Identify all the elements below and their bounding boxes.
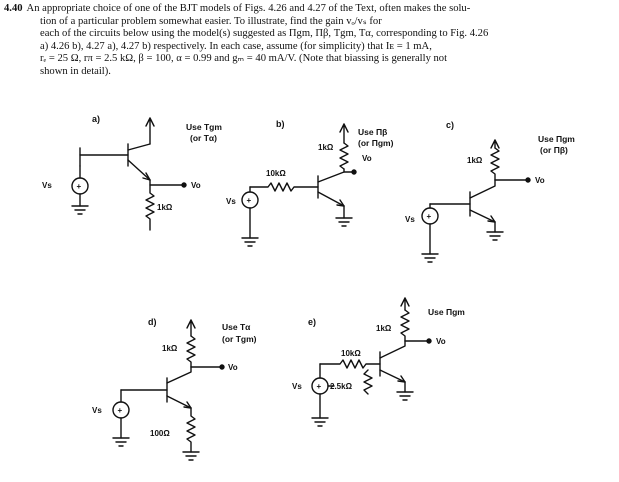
circuit-e-note: Use Πgm <box>428 307 465 317</box>
circuit-c-note: Use Πgm <box>538 134 575 144</box>
circuit-e-label: e) <box>308 317 316 327</box>
problem-line-2: tion of a particular problem somewhat ea… <box>40 15 382 27</box>
circuit-d-emitter-resistor <box>186 407 196 453</box>
circuit-e: e) Use Πgm 1kΩ Vo 10kΩ + Vs 2.5kΩ <box>292 297 465 427</box>
circuit-b-output-wire <box>343 168 353 173</box>
circuit-c-note-alt: (or Πβ) <box>540 145 568 155</box>
circuit-b-base-resistor <box>249 182 319 192</box>
circuit-a-label: a) <box>92 114 100 124</box>
circuit-b-collector-resistor-label: 1kΩ <box>318 143 334 152</box>
circuit-d-note: Use Tα <box>222 322 251 332</box>
circuit-e-source-polarity: + <box>317 382 322 391</box>
circuit-c-source-polarity: + <box>427 212 432 221</box>
circuit-a-transistor-collector <box>127 143 151 151</box>
circuit-b-base-resistor-label: 10kΩ <box>266 169 286 178</box>
circuit-c-label: c) <box>446 120 454 130</box>
circuit-c-transistor-emitter <box>469 209 496 223</box>
circuit-d-emitter-resistor-label: 100Ω <box>150 429 170 438</box>
circuit-d-source-polarity: + <box>118 406 123 415</box>
circuit-e-output-terminal <box>426 338 432 344</box>
circuit-a-resistor-label: 1kΩ <box>157 203 173 212</box>
circuit-e-shunt-resistor <box>363 369 373 395</box>
circuit-b-note: Use Πβ <box>358 127 387 137</box>
circuit-a-vs-label: Vs <box>42 181 52 190</box>
circuit-b-emitter-ground-icon <box>335 217 353 227</box>
problem-line-3: each of the circuits below using the mod… <box>40 28 489 40</box>
circuit-e-ground-icon <box>311 417 329 427</box>
circuit-a-transistor-emitter <box>127 159 151 181</box>
circuit-c-output-terminal <box>525 177 531 183</box>
circuit-c-ground-icon <box>421 253 439 263</box>
circuit-e-vo-label: Vo <box>436 337 446 346</box>
circuit-b-supply-arrow <box>339 123 349 144</box>
problem-line-6: shown in detail). <box>40 65 111 77</box>
circuit-d-transistor-emitter <box>166 395 192 409</box>
circuit-c-supply-arrow <box>490 139 500 149</box>
circuit-a-emitter-resistor <box>145 184 155 231</box>
circuit-b: b) Use Πβ (or Πgm) 1kΩ Vo 10kΩ + Vs <box>226 119 394 247</box>
circuit-e-vs-label: Vs <box>292 382 302 391</box>
circuit-a-output-wire <box>149 179 183 186</box>
circuit-c: c) Use Πgm (or Πβ) 1kΩ Vo + Vs <box>405 120 575 263</box>
circuit-c-collector-resistor <box>490 147 500 181</box>
circuit-e-shunt-resistor-label: 2.5kΩ <box>330 382 353 391</box>
circuit-a-source-polarity: + <box>77 182 82 191</box>
problem-line-5: rₑ = 25 Ω, rπ = 2.5 kΩ, β = 100, α = 0.9… <box>40 53 448 65</box>
circuit-b-transistor-collector <box>317 171 345 183</box>
circuit-e-transistor-emitter <box>379 369 406 383</box>
problem-line-4: a) 4.26 b), 4.27 a), 4.27 b) respectivel… <box>40 40 432 52</box>
circuit-a-ground-icon <box>71 205 89 215</box>
circuit-a-output-terminal <box>181 182 187 188</box>
circuit-c-emitter-ground-icon <box>486 231 504 241</box>
circuit-b-transistor-emitter <box>317 191 345 207</box>
problem-number: 4.40 <box>4 3 23 14</box>
circuit-b-vs-label: Vs <box>226 197 236 206</box>
circuit-b-source-polarity: + <box>247 196 252 205</box>
circuit-e-collector-resistor-label: 1kΩ <box>376 324 392 333</box>
circuit-d: d) Use Tα (or Tgm) 1kΩ Vo 100Ω + Vs <box>92 317 257 461</box>
circuit-c-collector-resistor-label: 1kΩ <box>467 156 483 165</box>
circuit-c-transistor-collector <box>469 179 496 199</box>
circuit-b-output-terminal <box>351 169 357 175</box>
circuit-d-output-terminal <box>219 364 225 370</box>
circuit-a-note: Use Tgm <box>186 122 222 132</box>
circuit-e-base-resistor-label: 10kΩ <box>341 349 361 358</box>
circuit-d-vo-label: Vo <box>228 363 238 372</box>
circuit-e-base-resistor <box>319 359 381 369</box>
circuit-a-note-alt: (or Tα) <box>190 133 217 143</box>
circuit-a-supply-arrow <box>145 117 155 145</box>
circuit-d-transistor-collector <box>166 366 192 384</box>
circuit-e-transistor-collector <box>379 340 406 359</box>
circuit-d-emitter-ground-icon <box>182 451 200 461</box>
circuit-a-vo-label: Vo <box>191 181 201 190</box>
circuit-e-collector-resistor <box>400 309 410 342</box>
circuit-d-collector-resistor-label: 1kΩ <box>162 344 178 353</box>
circuit-c-vs-label: Vs <box>405 215 415 224</box>
circuit-b-label: b) <box>276 119 285 129</box>
circuit-d-vs-label: Vs <box>92 406 102 415</box>
circuit-b-note-alt: (or Πgm) <box>358 138 394 148</box>
circuit-b-vo-label: Vo <box>362 154 372 163</box>
circuit-d-ground-icon <box>112 437 130 447</box>
circuit-d-note-alt: (or Tgm) <box>222 334 257 344</box>
circuit-b-ground-icon <box>241 237 259 247</box>
circuit-e-supply-arrow <box>400 297 410 311</box>
circuit-d-supply-arrow <box>186 319 196 337</box>
circuit-d-collector-resistor <box>186 335 196 368</box>
circuit-a: a) Use Tgm (or Tα) Vo 1kΩ + Vs <box>42 114 222 231</box>
circuit-d-label: d) <box>148 317 157 327</box>
circuit-b-collector-resistor <box>339 142 349 170</box>
circuit-e-emitter-ground-icon <box>396 391 414 401</box>
circuit-c-vo-label: Vo <box>535 176 545 185</box>
